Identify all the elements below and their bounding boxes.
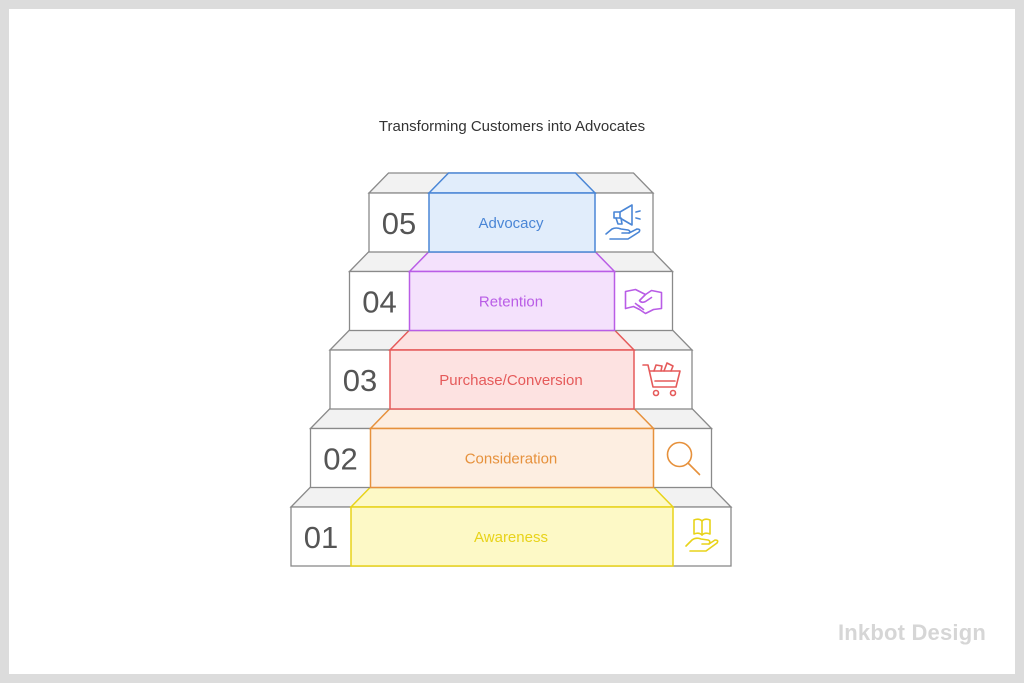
watermark-logo: Inkbot Design xyxy=(837,620,986,645)
step-label: Consideration xyxy=(465,451,558,468)
handshake-icon xyxy=(624,288,663,315)
step-band xyxy=(408,270,616,332)
step-number: 03 xyxy=(343,363,377,398)
step-label: Purchase/Conversion xyxy=(439,372,582,389)
step-band-tread xyxy=(349,486,675,508)
step-number: 05 xyxy=(382,206,416,241)
hand-megaphone-icon xyxy=(605,204,641,240)
step-band xyxy=(389,349,635,410)
magnifier-icon xyxy=(666,441,701,476)
step-band-tread xyxy=(368,407,656,430)
step-band xyxy=(428,192,596,253)
step-band xyxy=(350,506,674,567)
step-04: 04 Retention xyxy=(347,250,675,332)
shopping-cart-icon xyxy=(642,362,681,397)
step-number: 01 xyxy=(304,520,338,555)
step-03: 03 Purchase/Conversion xyxy=(328,329,694,410)
step-01: 01 Awareness xyxy=(289,486,733,567)
step-band-tread xyxy=(407,250,617,273)
step-02: 02 Consideration xyxy=(308,407,714,489)
step-band-tread xyxy=(388,329,636,351)
diagram-title: Transforming Customers into Advocates xyxy=(378,118,646,135)
step-number: 02 xyxy=(323,442,357,477)
step-label: Awareness xyxy=(474,529,548,546)
step-05: 05 Advocacy xyxy=(367,172,655,253)
step-label: Advocacy xyxy=(478,215,544,232)
step-number: 04 xyxy=(362,285,396,320)
hand-book-icon xyxy=(685,518,719,552)
step-band-tread xyxy=(427,172,597,194)
step-label: Retention xyxy=(479,294,543,311)
step-band xyxy=(369,427,655,489)
